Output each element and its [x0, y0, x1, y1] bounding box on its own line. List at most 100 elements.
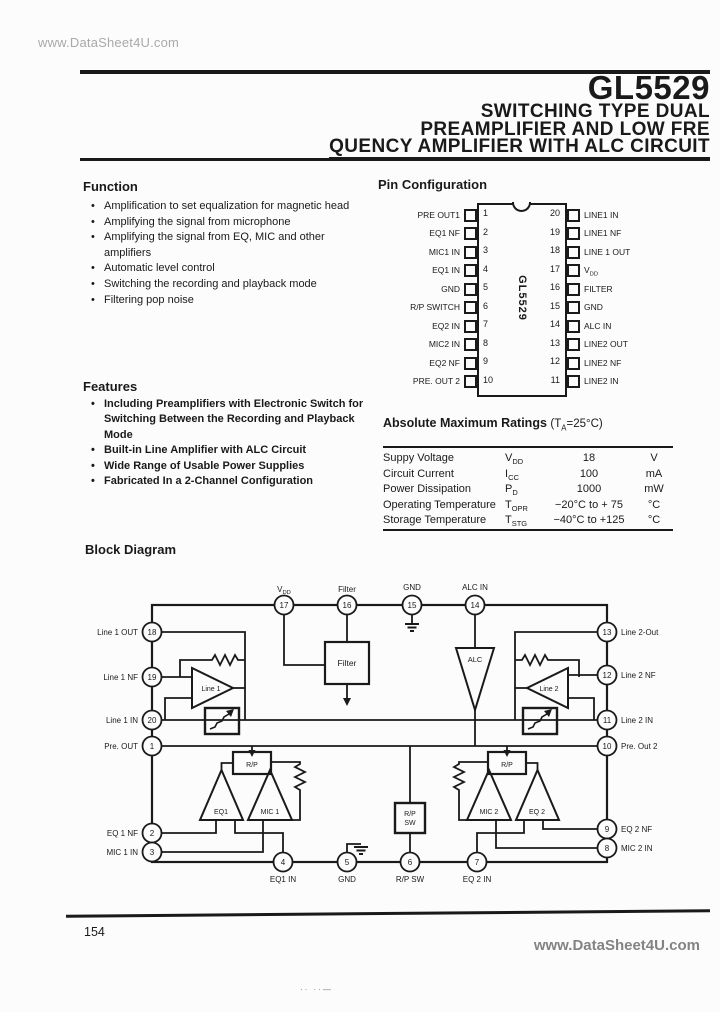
- block-pin-label: Pre. OUT: [104, 742, 138, 751]
- pin-pad: [464, 375, 477, 388]
- block-pin-terminal: [464, 594, 486, 616]
- rating-parameter: Storage Temperature: [383, 514, 487, 527]
- pin-number: 19: [549, 226, 560, 237]
- block-pin-label: Line 2 NF: [621, 671, 656, 680]
- rating-unit: V: [650, 452, 658, 464]
- block-pin-label: EQ 1 NF: [107, 829, 138, 838]
- pin-configuration-heading: Pin Configuration: [378, 177, 488, 192]
- rating-symbol: TOPR: [505, 498, 528, 513]
- pin-number: 16: [549, 282, 560, 292]
- block-pin-terminal: [141, 666, 163, 688]
- pin-pad: [567, 227, 580, 240]
- pin-label: LINE 1 OUT: [584, 246, 631, 257]
- block-diagram-heading: Block Diagram: [85, 542, 177, 557]
- pin-pad: [464, 338, 477, 351]
- pin-number: 13: [549, 337, 560, 348]
- pin-pad: [464, 245, 477, 259]
- block-pin-terminal: [141, 709, 163, 731]
- bullet-item: Amplification to set equalization for ma…: [88, 199, 356, 215]
- pin-number: 8: [483, 337, 489, 348]
- block-pin-label: EQ 2 NF: [621, 825, 652, 834]
- pin-pad: [464, 208, 477, 222]
- rating-symbol: TSTG: [505, 514, 528, 529]
- block-pin-number: 10: [603, 742, 612, 751]
- rating-value: 18: [582, 452, 596, 464]
- block-pin-label: Pre. Out 2: [621, 742, 658, 751]
- block-pin-number: 18: [148, 628, 157, 637]
- part-number: GL5529: [587, 69, 710, 106]
- variable-resistor-arrows: [209, 709, 552, 730]
- pin-label: VDD: [584, 265, 598, 278]
- block-pin-terminal: [273, 594, 295, 616]
- pin-pad: [567, 338, 580, 351]
- watermark-bottom: www.DataSheet4U.com: [533, 937, 700, 954]
- pin-label: LINE1 IN: [584, 209, 619, 220]
- rating-parameter: Suppy Voltage: [383, 452, 454, 464]
- block-pin-label: EQ 2 IN: [463, 875, 492, 884]
- block-pin-number: 14: [471, 601, 480, 610]
- header-bottom-rule: [80, 158, 710, 161]
- block-pin-label: R/P SW: [396, 875, 425, 884]
- features-list: Including Preamplifiers with Electronic …: [88, 397, 384, 490]
- block-pin-terminal: [399, 851, 421, 873]
- block-pin-terminal: [596, 735, 618, 757]
- bullet-item: Switching the recording and playback mod…: [88, 277, 356, 293]
- pin-number: 1: [483, 208, 489, 218]
- pin-label: FILTER: [584, 283, 613, 294]
- pin-label: EQ2 NF: [429, 357, 460, 368]
- pin-label: LINE2 OUT: [584, 339, 628, 349]
- ratings-condition: (TA=25°C): [550, 418, 603, 433]
- block-pin-number: 20: [148, 716, 157, 725]
- block-pin-number: 12: [603, 671, 612, 680]
- pin-label: PRE OUT1: [417, 209, 460, 220]
- ratings-heading-text: Absolute Maximum Ratings: [383, 416, 547, 430]
- block-pin-terminal: [596, 709, 618, 731]
- block-pin-label: Filter: [338, 585, 356, 594]
- block-pin-number: 6: [408, 858, 413, 867]
- block-box-label: EQ1: [214, 809, 228, 816]
- block-pin-number: 3: [150, 848, 155, 857]
- block-pin-number: 4: [281, 858, 286, 867]
- header: GL5529 SWITCHING TYPE DUAL PREAMPLIFIER …: [329, 69, 710, 160]
- bullet-item: Amplifying the signal from EQ, MIC and o…: [88, 230, 356, 261]
- title-line-2: PREAMPLIFIER AND LOW FRE: [420, 118, 710, 140]
- block-pin-number: 7: [475, 858, 480, 867]
- rating-unit: mW: [644, 483, 664, 496]
- pin-number: 6: [483, 300, 489, 311]
- pin-pad: [464, 282, 477, 296]
- pin-number: 9: [483, 356, 489, 366]
- block-pin-label: Line 1 IN: [106, 716, 138, 725]
- pin-pad: [567, 282, 580, 296]
- bullet-item: Wide Range of Usable Power Supplies: [88, 459, 384, 475]
- footer-marks: ·· ··—: [300, 985, 333, 994]
- block-box-label: R/P: [501, 762, 513, 769]
- arrowheads: [248, 698, 511, 757]
- title-line-1: SWITCHING TYPE DUAL: [480, 101, 710, 122]
- bullet-item: Built-in Line Amplifier with ALC Circuit: [88, 443, 384, 459]
- block-pin-terminal: [596, 837, 618, 859]
- pin-label: R/P SWITCH: [410, 302, 460, 312]
- pin-label: GND: [584, 302, 603, 312]
- pin-pad: [464, 301, 477, 314]
- pin-pad: [567, 208, 580, 222]
- pin-label: EQ2 IN: [432, 320, 460, 331]
- bullet-item: Fabricated In a 2-Channel Configuration: [88, 474, 384, 490]
- block-pin-label: Line 1 OUT: [97, 628, 138, 637]
- rating-unit: mA: [645, 467, 663, 480]
- pin-number: 17: [549, 263, 560, 274]
- block-pin-terminal: [272, 851, 294, 873]
- block-pin-number: 19: [148, 673, 157, 682]
- block-pin-terminal: [466, 851, 488, 873]
- features-heading: Features: [83, 379, 138, 394]
- block-pin-label: MIC 1 IN: [106, 848, 138, 857]
- block-pin-label: GND: [338, 875, 356, 884]
- pin-number: 7: [483, 319, 489, 329]
- block-box-label: ALC: [468, 655, 483, 664]
- header-top-rule: [80, 70, 710, 74]
- block-pin-label: GND: [403, 583, 421, 592]
- pin-pad: [464, 319, 477, 333]
- title-line-3: QUENCY AMPLIFIER WITH ALC CIRCUIT: [329, 137, 710, 160]
